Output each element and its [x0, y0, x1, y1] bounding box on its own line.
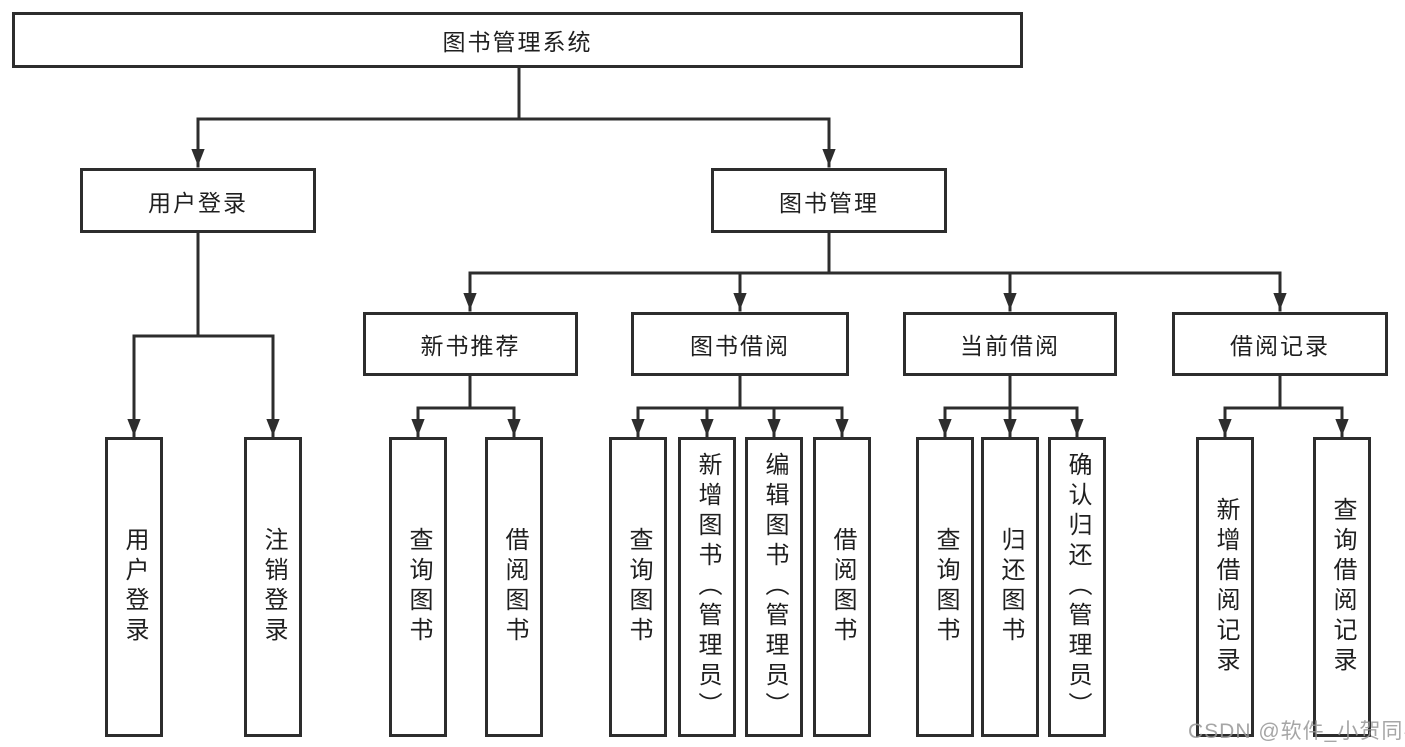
node-user-login-label: 用户登录	[148, 189, 248, 216]
node-rec-query-book: 查询图书	[389, 437, 447, 737]
node-bb-add-book-admin-label: 新增图书（管理员）	[694, 452, 721, 722]
node-bb-add-book-admin: 新增图书（管理员）	[678, 437, 736, 737]
node-new-book-recommend: 新书推荐	[363, 312, 578, 376]
node-bb-edit-book-admin: 编辑图书（管理员）	[745, 437, 803, 737]
node-book-management-label: 图书管理	[779, 189, 879, 216]
node-leaf-logout-label: 注销登录	[260, 527, 287, 647]
node-user-login: 用户登录	[80, 168, 316, 233]
node-cb-return-book-label: 归还图书	[997, 527, 1024, 647]
node-bb-borrow-book-label: 借阅图书	[829, 527, 856, 647]
node-borrow-records-label: 借阅记录	[1230, 333, 1330, 359]
node-cb-return-book: 归还图书	[981, 437, 1039, 737]
node-new-book-recommend-label: 新书推荐	[420, 333, 521, 359]
node-bb-edit-book-admin-label: 编辑图书（管理员）	[761, 452, 788, 722]
node-book-borrow-label: 图书借阅	[690, 333, 790, 359]
node-current-borrow-label: 当前借阅	[960, 333, 1060, 359]
node-cb-confirm-return-admin-label: 确认归还（管理员）	[1064, 452, 1091, 722]
node-book-management: 图书管理	[711, 168, 947, 233]
node-rec-borrow-book-label: 借阅图书	[501, 527, 528, 647]
node-bb-query-book-label: 查询图书	[625, 527, 652, 647]
node-rec-query-book-label: 查询图书	[405, 527, 432, 647]
node-cb-query-book-label: 查询图书	[932, 527, 959, 647]
node-cb-confirm-return-admin: 确认归还（管理员）	[1048, 437, 1106, 737]
node-leaf-user-login: 用户登录	[105, 437, 163, 737]
node-br-add-record: 新增借阅记录	[1196, 437, 1254, 737]
node-book-borrow: 图书借阅	[631, 312, 849, 376]
node-root: 图书管理系统	[12, 12, 1023, 68]
node-current-borrow: 当前借阅	[903, 312, 1117, 376]
node-bb-borrow-book: 借阅图书	[813, 437, 871, 737]
node-br-add-record-label: 新增借阅记录	[1212, 497, 1239, 677]
watermark: CSDN @软件_小贺同学	[1188, 720, 1405, 743]
node-bb-query-book: 查询图书	[609, 437, 667, 737]
node-br-query-record: 查询借阅记录	[1313, 437, 1371, 737]
node-root-label: 图书管理系统	[442, 29, 593, 55]
node-rec-borrow-book: 借阅图书	[485, 437, 543, 737]
node-cb-query-book: 查询图书	[916, 437, 974, 737]
node-borrow-records: 借阅记录	[1172, 312, 1388, 376]
node-leaf-logout: 注销登录	[244, 437, 302, 737]
node-leaf-user-login-label: 用户登录	[121, 527, 148, 647]
node-br-query-record-label: 查询借阅记录	[1329, 497, 1356, 677]
